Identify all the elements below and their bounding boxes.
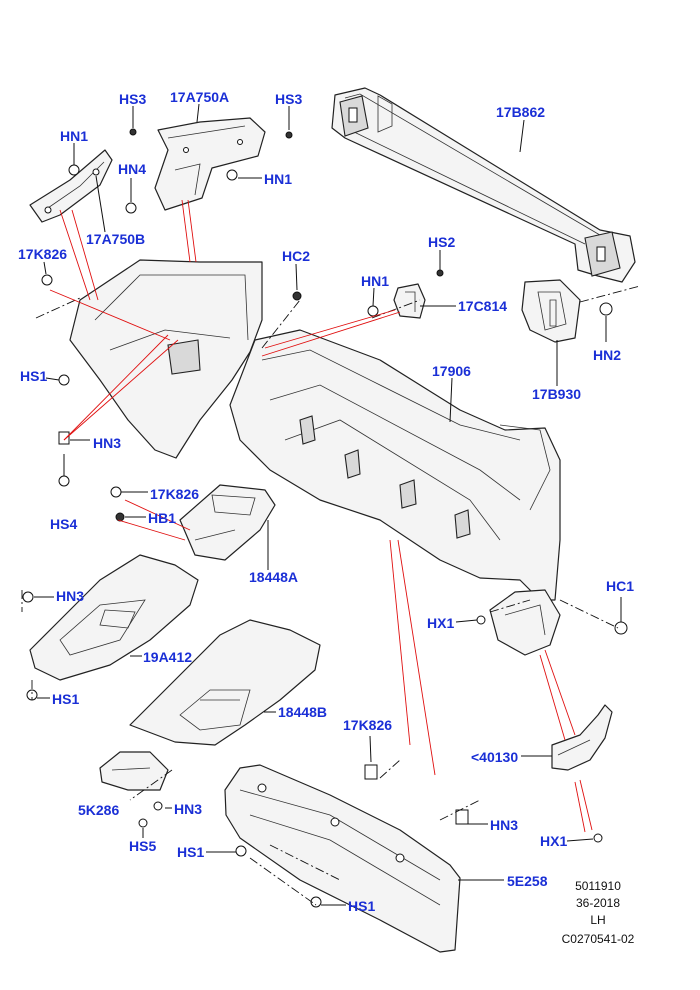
wheel-arch-liner-right [489,589,561,656]
callout-17K826: 17K826 [343,717,393,733]
leader-lines [34,103,622,906]
callout-HS1: HS1 [177,844,205,860]
callout-40130: <40130 [471,749,519,765]
callout-HS2: HS2 [428,234,456,250]
callout-18448B: 18448B [278,704,328,720]
callout-18448A: 18448A [249,569,299,585]
moulding-18448A [179,484,276,561]
bumper-beam-17B862 [331,87,636,283]
valance-5E258 [224,764,461,953]
reference-date: 36-2018 [575,896,621,910]
callout-HC2: HC2 [282,248,311,264]
callout-HN1: HN1 [264,171,293,187]
reference-side: LH [590,913,606,927]
reference-illustration-code: C0270541-02 [561,932,635,946]
callout-HX1: HX1 [427,615,455,631]
callout-HN1: HN1 [60,128,89,144]
red-association-lines [49,199,593,833]
fasteners [22,128,628,908]
callout-HN3: HN3 [93,435,122,451]
callout-17B930: 17B930 [532,386,582,402]
callout-HN3: HN3 [174,801,203,817]
callout-HC1: HC1 [606,578,635,594]
callout-HN4: HN4 [118,161,147,177]
callout-HB1: HB1 [148,510,177,526]
bracket-17C814 [393,283,426,319]
callout-17K826: 17K826 [18,246,68,262]
callout-17906: 17906 [432,363,471,379]
left-panel-moulding [69,259,263,459]
callout-5K286: 5K286 [78,802,120,818]
callout-17C814: 17C814 [458,298,508,314]
callout-HS5: HS5 [129,838,157,854]
panel-19A412 [29,554,199,681]
bumper-cover-17906 [229,329,561,601]
callout-5E258: 5E258 [507,873,548,889]
callout-HX1: HX1 [540,833,568,849]
reference-number: 5011910 [575,879,621,893]
part-40130 [551,704,613,771]
panel-18448B [129,619,321,746]
bracket-17A750B [29,149,113,223]
callout-HN2: HN2 [593,347,622,363]
callout-HS1: HS1 [20,368,48,384]
callout-17K826: 17K826 [150,486,200,502]
callout-HN3: HN3 [490,817,519,833]
assembly-center-lines [21,285,641,906]
bracket-17A750A [154,117,266,211]
callout-HN1: HN1 [361,273,390,289]
bracket-5K286 [99,751,169,791]
callout-HS1: HS1 [52,691,80,707]
bracket-17B930 [521,279,581,343]
callout-17A750B: 17A750B [86,231,146,247]
callout-HS1: HS1 [348,898,376,914]
callout-17B862: 17B862 [496,104,546,120]
callout-19A412: 19A412 [143,649,193,665]
callout-HS4: HS4 [50,516,78,532]
callout-HN3: HN3 [56,588,85,604]
callout-17A750A: 17A750A [170,89,230,105]
callout-HS3: HS3 [119,91,147,107]
callout-HS3: HS3 [275,91,303,107]
